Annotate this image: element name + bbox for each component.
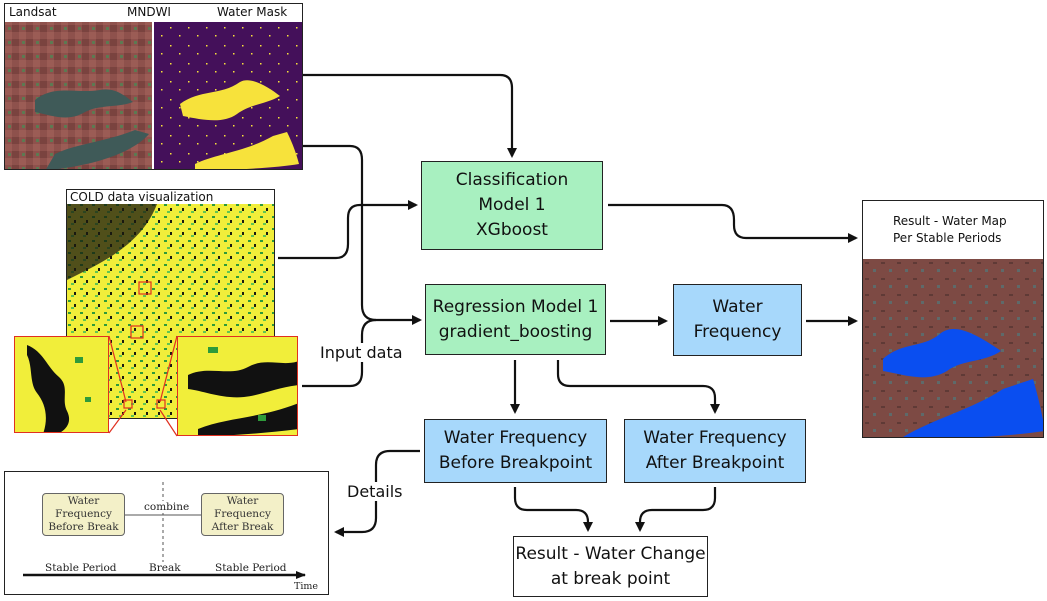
zoom-inset-right-imagery — [178, 337, 297, 435]
legend-before-line-3: Before Break — [48, 521, 119, 533]
result-change-line-2: at break point — [550, 568, 671, 589]
wf-before-line-2: Before Breakpoint — [438, 453, 593, 473]
zoom-inset-right — [177, 336, 298, 436]
water-frequency-line-1: Water — [712, 297, 763, 317]
legend-after-line-1: Water — [226, 495, 259, 507]
regression-line-2: gradient_boosting — [438, 321, 593, 342]
wf-after-line-2: After Breakpoint — [645, 453, 785, 473]
edge-classification-to-result — [608, 203, 858, 243]
details-label: Details — [345, 482, 405, 501]
water-frequency-after-node: Water Frequency After Breakpoint — [624, 419, 806, 483]
edge-before-to-change — [513, 487, 593, 532]
water-frequency-before-node: Water Frequency Before Breakpoint — [424, 419, 607, 483]
result-map-imagery — [863, 259, 1043, 437]
water-frequency-node: Water Frequency — [673, 284, 802, 356]
classification-model-node: Classification Model 1 XGboost — [421, 161, 603, 250]
classification-line-2: Model 1 — [478, 195, 546, 215]
legend-after-box: Water Frequency After Break — [201, 493, 284, 536]
result-map-title-2: Per Stable Periods — [893, 231, 1002, 245]
zoom-inset-left-imagery — [15, 337, 108, 432]
legend-before-box: Water Frequency Before Break — [42, 493, 125, 536]
wf-after-line-1: Water Frequency — [643, 428, 787, 448]
cold-label: COLD data visualization — [70, 190, 214, 204]
edge-after-to-change — [635, 487, 717, 532]
legend-before-line-1: Water — [67, 495, 100, 507]
legend-break-label: Break — [149, 562, 181, 574]
result-change-line-1: Result - Water Change — [515, 543, 706, 564]
regression-model-node: Regression Model 1 gradient_boosting — [425, 284, 606, 355]
legend-before-line-2: Frequency — [55, 508, 112, 520]
edge-landsat-to-classification — [303, 73, 517, 158]
legend-combine-label: combine — [143, 501, 191, 513]
legend-stable-right: Stable Period — [215, 562, 287, 574]
edge-landsat-to-regression — [303, 144, 422, 325]
wf-before-line-1: Water Frequency — [443, 428, 588, 448]
water-frequency-line-2: Frequency — [693, 322, 782, 342]
legend-graphics — [23, 482, 306, 579]
zoom-inset-left — [14, 336, 109, 433]
legend-after-line-3: After Break — [211, 521, 274, 533]
details-legend-panel: Water Frequency Before Break Water Frequ… — [4, 471, 329, 595]
legend-stable-left: Stable Period — [45, 562, 117, 574]
legend-after-line-2: Frequency — [214, 508, 271, 520]
classification-line-3: XGboost — [476, 220, 548, 240]
landsat-mndwi-imagery — [5, 4, 302, 169]
legend-time-label: Time — [294, 581, 319, 592]
mndwi-label: MNDWI — [127, 5, 171, 19]
result-water-change-node: Result - Water Change at break point — [513, 536, 708, 597]
classification-line-1: Classification — [455, 170, 569, 190]
landsat-label: Landsat — [9, 5, 57, 19]
edge-zoom-to-regression — [302, 318, 377, 388]
edge-regression-to-after — [556, 360, 720, 414]
input-data-label: Input data — [318, 343, 405, 362]
result-map-title-1: Result - Water Map — [893, 214, 1007, 228]
landsat-mndwi-panel: Landsat MNDWI Water Mask — [4, 3, 303, 170]
regression-line-1: Regression Model 1 — [432, 296, 599, 317]
water-mask-label: Water Mask — [217, 5, 288, 19]
result-water-map-panel: Result - Water Map Per Stable Periods — [862, 200, 1044, 438]
edge-cold-to-classification — [278, 200, 418, 260]
